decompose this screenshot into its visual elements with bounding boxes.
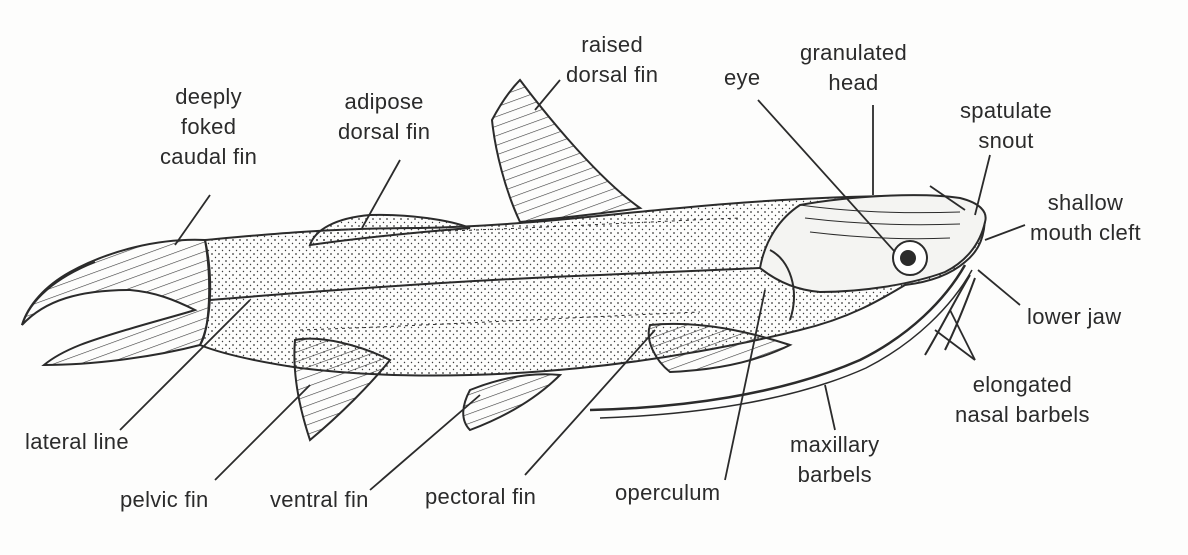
label-raised-dorsal-fin: raised dorsal fin bbox=[566, 30, 658, 90]
label-line: snout bbox=[960, 126, 1052, 156]
label-line: dorsal fin bbox=[566, 60, 658, 90]
label-line: shallow bbox=[1030, 188, 1141, 218]
label-line: maxillary bbox=[790, 430, 880, 460]
ventral-fin bbox=[463, 374, 560, 430]
pelvic-fin bbox=[294, 339, 390, 440]
label-line: raised bbox=[566, 30, 658, 60]
label-maxillary-barbels: maxillary barbels bbox=[790, 430, 880, 490]
label-line: nasal barbels bbox=[955, 400, 1090, 430]
label-line: foked bbox=[160, 112, 257, 142]
label-granulated-head: granulated head bbox=[800, 38, 907, 98]
label-operculum: operculum bbox=[615, 478, 720, 508]
label-line: caudal fin bbox=[160, 142, 257, 172]
caudal-fin bbox=[22, 240, 209, 365]
raised-dorsal-fin bbox=[492, 80, 640, 222]
label-line: granulated bbox=[800, 38, 907, 68]
label-line: deeply bbox=[160, 82, 257, 112]
label-pectoral-fin: pectoral fin bbox=[425, 482, 536, 512]
label-lateral-line: lateral line bbox=[25, 427, 129, 457]
label-elongated-nasal-barbels: elongated nasal barbels bbox=[955, 370, 1090, 430]
label-pelvic-fin: pelvic fin bbox=[120, 485, 209, 515]
label-line: adipose bbox=[338, 87, 430, 117]
label-line: head bbox=[800, 68, 907, 98]
label-line: elongated bbox=[955, 370, 1090, 400]
label-line: spatulate bbox=[960, 96, 1052, 126]
label-spatulate-snout: spatulate snout bbox=[960, 96, 1052, 156]
label-shallow-mouth-cleft: shallow mouth cleft bbox=[1030, 188, 1141, 248]
label-line: mouth cleft bbox=[1030, 218, 1141, 248]
label-ventral-fin: ventral fin bbox=[270, 485, 369, 515]
label-line: barbels bbox=[790, 460, 880, 490]
label-eye: eye bbox=[724, 63, 760, 93]
label-adipose-dorsal-fin: adipose dorsal fin bbox=[338, 87, 430, 147]
label-lower-jaw: lower jaw bbox=[1027, 302, 1121, 332]
label-line: dorsal fin bbox=[338, 117, 430, 147]
label-deeply-foked-caudal-fin: deeply foked caudal fin bbox=[160, 82, 257, 172]
